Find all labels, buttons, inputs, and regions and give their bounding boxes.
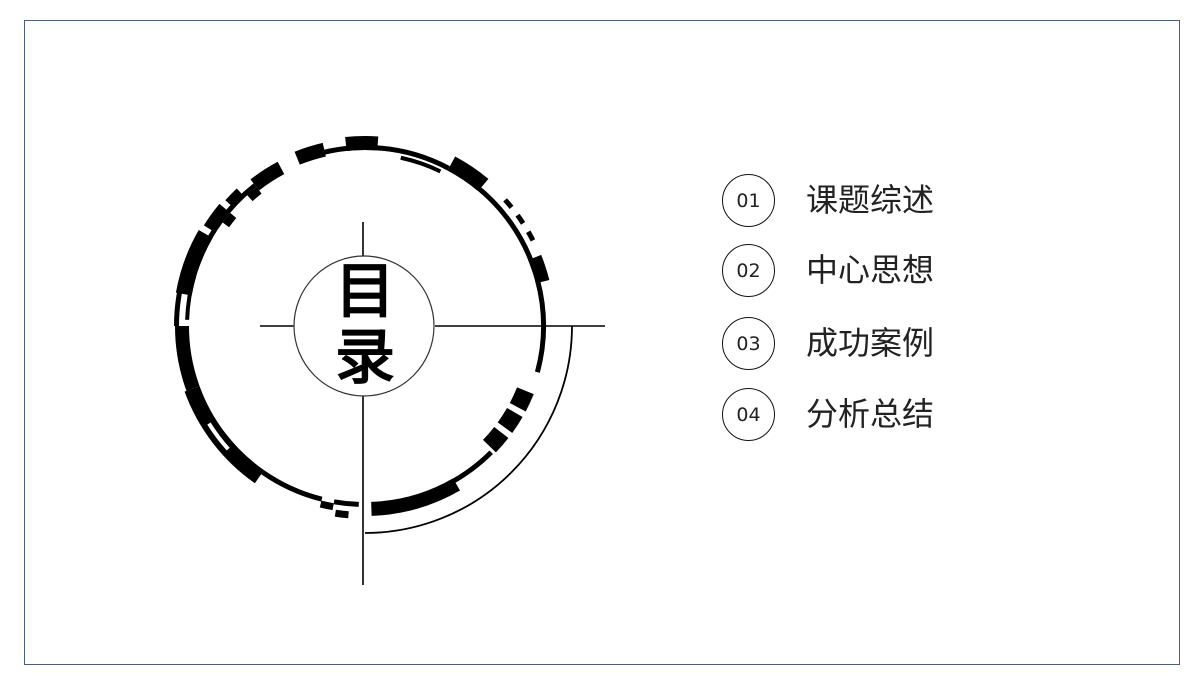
- slide-frame: [24, 20, 1180, 665]
- toc-item-04[interactable]: 04 分析总结: [722, 388, 982, 442]
- title-char-2: 录: [335, 323, 395, 393]
- toc-label: 成功案例: [806, 324, 935, 362]
- toc-number-badge: 04: [722, 388, 775, 441]
- toc-label: 分析总结: [806, 395, 935, 433]
- toc-item-01[interactable]: 01 课题综述: [722, 174, 982, 228]
- segmented-ring-icon: [174, 136, 550, 519]
- toc-item-03[interactable]: 03 成功案例: [722, 317, 982, 371]
- center-circle: [293, 255, 435, 397]
- toc-label: 中心思想: [806, 251, 935, 289]
- title-char-1: 目: [335, 257, 395, 327]
- toc-number-badge: 01: [722, 174, 775, 227]
- toc-number-badge: 03: [722, 317, 775, 370]
- toc-label: 课题综述: [806, 181, 935, 219]
- toc-item-02[interactable]: 02 中心思想: [722, 244, 982, 298]
- toc-number-badge: 02: [722, 244, 775, 297]
- outer-quarter-arc: [364, 325, 573, 534]
